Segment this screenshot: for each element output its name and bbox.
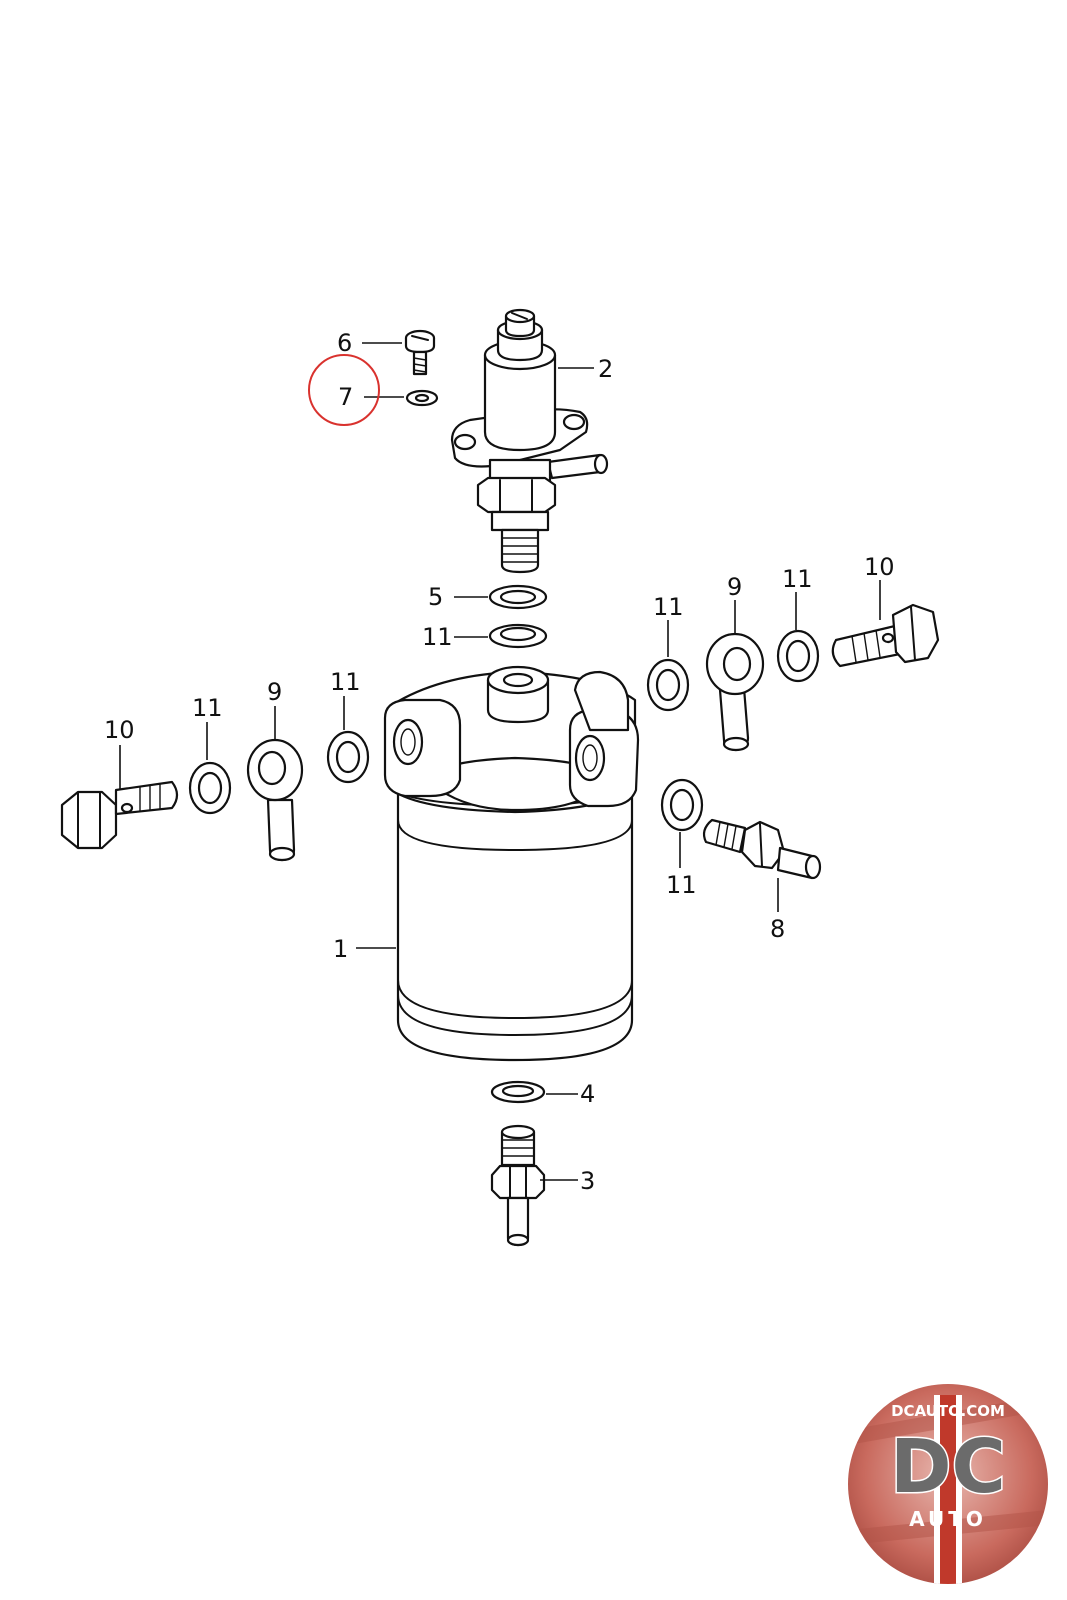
callout-11-left-b: 11 — [330, 668, 361, 696]
callout-5: 5 — [428, 583, 443, 611]
callout-11-right-b: 11 — [782, 565, 813, 593]
callout-labels: 6 7 2 5 11 1 4 3 10 11 9 11 11 9 11 10 1… — [104, 329, 895, 1195]
leader-lines — [119, 342, 881, 1181]
part-8-hollow-screw — [702, 818, 822, 880]
callout-8: 8 — [770, 915, 785, 943]
part-9-banjo-left — [246, 738, 304, 862]
part-5-washer — [488, 584, 548, 610]
part-10-banjo-bolt-right — [831, 603, 940, 668]
part-4-washer — [490, 1080, 546, 1104]
part-11-washer-right-a — [646, 658, 690, 712]
part-11-washer-right-b — [776, 629, 820, 683]
logo-top-text: DCAUTO.COM — [891, 1402, 1005, 1420]
callout-11-right-a: 11 — [653, 593, 684, 621]
part-11-washer-left-b — [326, 730, 370, 784]
part-7-lock-washer — [405, 389, 439, 407]
part-3-union-fitting — [490, 1124, 546, 1247]
callout-10-left: 10 — [104, 716, 135, 744]
logo-bottom-text: AUTO — [909, 1507, 987, 1531]
callout-11-stacked: 11 — [422, 623, 453, 651]
part-1-filter-housing — [383, 665, 640, 1062]
dcauto-logo: DCAUTO.COM DC AUTO — [848, 1384, 1048, 1584]
highlight-circle — [308, 354, 380, 426]
part-11-washer-upper — [488, 623, 548, 649]
callout-11-left-a: 11 — [192, 694, 223, 722]
callout-1: 1 — [333, 935, 348, 963]
callout-4: 4 — [580, 1080, 595, 1108]
callout-10-right: 10 — [864, 553, 895, 581]
part-9-banjo-right — [705, 632, 765, 752]
callout-6: 6 — [337, 329, 352, 357]
callout-2: 2 — [598, 355, 613, 383]
part-11-washer-left-a — [188, 761, 232, 815]
callout-7: 7 — [338, 383, 353, 411]
callout-3: 3 — [580, 1167, 595, 1195]
callout-9-left: 9 — [267, 678, 282, 706]
part-10-banjo-bolt-left — [60, 780, 179, 850]
part-6-screw — [404, 329, 436, 376]
callout-9-right: 9 — [727, 573, 742, 601]
callout-11-right-c: 11 — [666, 871, 697, 899]
part-11-washer-right-c — [660, 778, 704, 832]
part-2-valve — [450, 308, 609, 574]
logo-main-text: DC — [890, 1424, 1006, 1510]
